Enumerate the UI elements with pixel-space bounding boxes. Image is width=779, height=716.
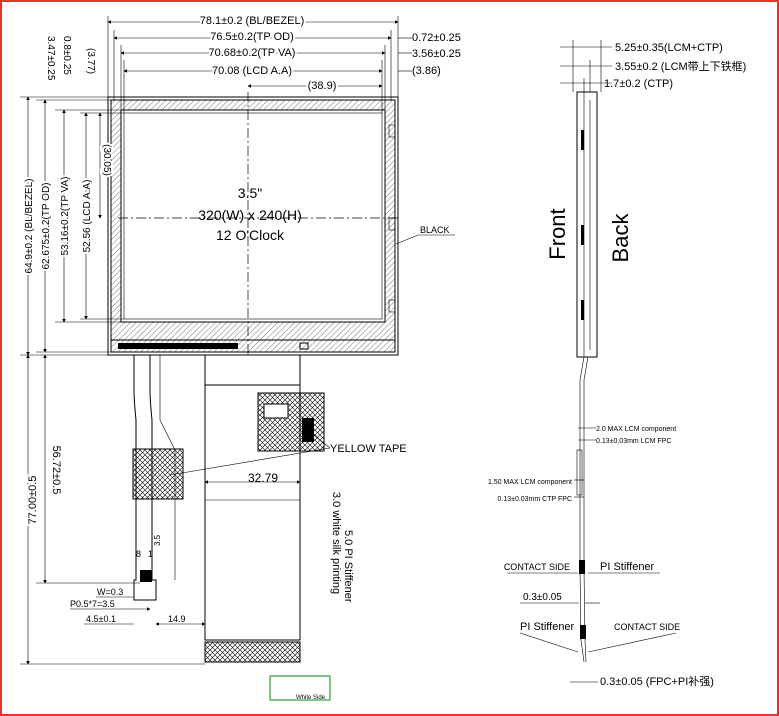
side-dim-total: 5.25±0.35(LCM+CTP) — [615, 42, 723, 54]
dim-0-8: 0.8±0.25 — [61, 36, 72, 75]
side-dim-lcm: 3.55±0.2 (LCM带上下铁框) — [615, 60, 746, 73]
dim-77-bg: 77.00±0.5 — [27, 476, 39, 525]
dim-8: 8 — [136, 549, 141, 559]
dim-1: 1 — [148, 549, 153, 559]
dim-lcd-aa-height: 52.56 (LCD A.A) — [82, 180, 93, 253]
dim-tp-va-height: 53.16±0.2(TP VA) — [60, 176, 71, 255]
screen-size-label: 3.5" — [238, 185, 262, 201]
black-callout: BLACK — [420, 225, 450, 235]
dim-half-bg: (38.9) — [308, 80, 337, 92]
yellow-tape-callout: YELLOW TAPE — [330, 443, 407, 455]
contact-side-1: CONTACT SIDE — [504, 562, 570, 572]
dim-tp-od-height: 62.675±0.2(TP OD) — [41, 182, 52, 269]
dim-3-5: 3.5 — [153, 534, 162, 546]
dim-right-3-86: (3.86) — [412, 65, 441, 77]
dim-tp-od-height-bg: 62.675±0.2(TP OD) — [41, 182, 52, 269]
side-dim-0-3-fpc-pi: 0.3±0.05 (FPC+PI补强) — [600, 675, 714, 688]
dim-half-height-bg: (30.05) — [101, 144, 112, 176]
front-view-module — [107, 92, 399, 356]
dim-tp-od-bg: 76.5±0.2(TP OD) — [210, 31, 293, 43]
view-direction-label: 12 O'Clock — [216, 227, 285, 243]
front-label: Front — [545, 208, 570, 259]
side-dim-lcm-comp: 2.0 MAX LCM component — [596, 426, 676, 433]
dim-tp-va-bg: 70.68±0.2(TP VA) — [209, 47, 296, 59]
dim-tp-od-width: 76.5±0.2(TP OD) — [210, 31, 293, 43]
dim-bezel-width: 78.1±0.2 (BL/BEZEL) — [200, 15, 304, 27]
dim-lcd-aa-width: 70.08 (LCD A.A) — [212, 65, 292, 77]
dim-tp-va-width: 70.68±0.2(TP VA) — [209, 47, 296, 59]
side-dim-lcm-fpc: 0.13±0.03mm LCM FPC — [596, 438, 671, 445]
dim-tp-va-height-bg: 53.16±0.2(TP VA) — [60, 176, 71, 255]
dim-3-47: 3.47±0.25 — [45, 36, 56, 81]
dim-4-5: 4.5±0.1 — [86, 614, 116, 624]
white-silk-callout: 3.0 white silk printing — [330, 492, 342, 594]
dim-3-77: (3.77) — [85, 48, 96, 74]
dim-bezel-height: 64.9±0.2 (BL/BEZEL) — [24, 179, 35, 274]
pi-stiffener-callout: 5.0 PI Stiffener — [342, 530, 354, 603]
dim-77: 77.00±0.5 — [27, 476, 39, 525]
dim-bezel-bg: 78.1±0.2 (BL/BEZEL) — [200, 15, 304, 27]
dim-right-3-56: 3.56±0.25 — [412, 48, 461, 60]
pi-stiffener-2: PI Stiffener — [520, 621, 575, 633]
dim-half-height: (30.05) — [101, 144, 112, 176]
side-dim-ctp: 1.7±0.2 (CTP) — [604, 78, 673, 90]
dim-w-0-3: W=0.3 — [97, 587, 123, 597]
white-side-label: White Side — [296, 695, 326, 701]
dim-bezel-height-bg: 64.9±0.2 (BL/BEZEL) — [24, 179, 35, 274]
side-dim-ctp-fpc: 0.13±0.03mm CTP FPC — [497, 496, 572, 503]
dim-lcd-aa-height-bg: 52.56 (LCD A.A) — [82, 180, 93, 253]
dim-lcd-aa-bg: 70.08 (LCD A.A) — [212, 65, 292, 77]
dim-56-72: 56.72±0.5 — [50, 446, 62, 495]
contact-side-2: CONTACT SIDE — [614, 622, 680, 632]
dim-pitch: P0.5*7=3.5 — [70, 599, 115, 609]
side-dim-ctp-comp: 1.50 MAX LCM component — [488, 479, 572, 486]
side-dim-0-3: 0.3±0.05 — [523, 592, 562, 603]
dim-56-72-bg: 56.72±0.5 — [50, 446, 62, 495]
back-label: Back — [608, 213, 633, 263]
pi-stiffener-1: PI Stiffener — [600, 561, 655, 573]
dim-14-9: 14.9 — [168, 614, 186, 624]
resolution-label: 320(W) x 240(H) — [198, 207, 301, 223]
dim-32-79: 32.79 — [248, 471, 278, 485]
fpc-assembly — [132, 355, 331, 701]
dim-half-width: (38.9) — [308, 80, 337, 92]
dim-right-0-72: 0.72±0.25 — [412, 32, 461, 44]
side-view — [576, 91, 598, 663]
